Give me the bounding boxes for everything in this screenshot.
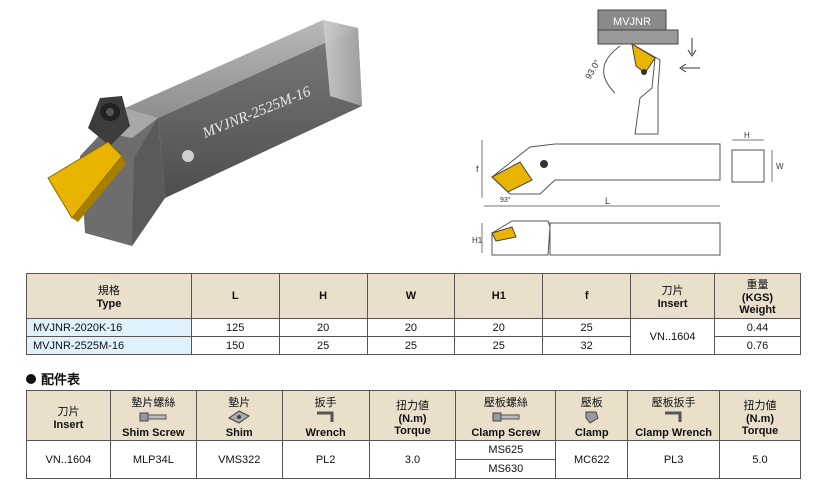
clamp-value: MC622 — [555, 440, 629, 479]
clamp-wrench-value: PL3 — [627, 440, 721, 479]
screw-icon — [111, 410, 196, 426]
shim-value: VMS322 — [195, 440, 283, 479]
value-H1: 25 — [454, 336, 544, 355]
wrench-icon — [283, 410, 369, 426]
tool-holder-photo: MVJNR-2525M-16 — [47, 20, 362, 246]
header-L: L — [190, 273, 280, 319]
header-clamp-wrench: 壓板扳手 Clamp Wrench — [627, 390, 721, 441]
torque-2-value: 5.0 — [719, 440, 801, 479]
dim-f-label: f — [476, 164, 479, 174]
header-H1: H1 — [454, 273, 544, 319]
header-weight: 重量(KGS)Weight — [714, 273, 801, 319]
shim-icon — [197, 410, 282, 426]
table-row: MVJNR-2020K-16 125 20 20 20 25 VN..1604 … — [26, 318, 801, 355]
torque-value: 3.0 — [368, 440, 457, 479]
value-insert: VN..1604 — [630, 318, 716, 355]
header-torque: 扭力値 (N.m) Torque — [368, 390, 457, 441]
header-W: W — [366, 273, 456, 319]
side-view-diagram: H1 — [472, 220, 721, 256]
header-f: f — [542, 273, 632, 319]
clamp-wrench-icon — [628, 410, 719, 426]
header-shim: 墊片 Shim — [195, 390, 283, 441]
value-H: 25 — [278, 336, 368, 355]
diagram-angle: 93.0° — [583, 57, 602, 81]
value-H: 20 — [278, 318, 368, 337]
header-wrench: 扳手 Wrench — [281, 390, 370, 441]
parts-title-text: 配件表 — [41, 372, 81, 387]
table-row: VN..1604 MLP34L VMS322 PL2 3.0 MS625 MC6… — [26, 440, 801, 479]
dim-H1-label: H1 — [472, 236, 483, 245]
header-clamp: 壓板 Clamp — [555, 390, 629, 441]
parts-header-row: 刀片 Insert 墊片螺絲 Shim Screw 墊片 Shim 扳手 Wre… — [26, 390, 801, 441]
parts-section-title: 配件表 — [26, 369, 80, 388]
value-W: 25 — [366, 336, 456, 355]
table-row: MVJNR-2525M-16 150 25 25 25 32 0.76 — [26, 336, 801, 355]
clamp-icon — [556, 410, 627, 426]
header-part-insert: 刀片 Insert — [26, 390, 111, 441]
diagram-top-label: MVJNR — [613, 16, 651, 28]
value-weight: 0.44 — [714, 318, 801, 337]
model-cell: MVJNR-2525M-16 — [26, 336, 192, 355]
shim-screw-value: MLP34L — [109, 440, 197, 479]
value-L: 150 — [190, 336, 280, 355]
front-view-diagram: f L 93° H W — [476, 132, 784, 207]
clamp-screw-value-1: MS625 — [455, 440, 557, 460]
front-angle-label: 93° — [500, 196, 511, 204]
value-weight: 0.76 — [714, 336, 801, 355]
model-cell: MVJNR-2020K-16 — [26, 318, 192, 337]
clamp-screw-value-2: MS630 — [455, 459, 557, 479]
header-clamp-screw: 壓板螺絲 Clamp Screw — [455, 390, 557, 441]
dim-H-label: H — [744, 132, 750, 140]
value-W: 20 — [366, 318, 456, 337]
value-f: 25 — [542, 318, 632, 337]
header-torque-2: 扭力値 (N.m) Torque — [719, 390, 801, 441]
parts-table: 刀片 Insert 墊片螺絲 Shim Screw 墊片 Shim 扳手 Wre… — [26, 390, 801, 479]
part-insert-value: VN..1604 — [26, 440, 111, 479]
value-f: 32 — [542, 336, 632, 355]
wrench-value: PL2 — [281, 440, 370, 479]
dim-L-label: L — [605, 196, 610, 206]
header-H: H — [278, 273, 368, 319]
table-row: MS630 — [27, 459, 801, 479]
header-shim-screw: 墊片螺絲 Shim Screw — [109, 390, 197, 441]
value-H1: 20 — [454, 318, 544, 337]
clamp-screw-icon — [456, 410, 555, 426]
bullet-icon — [26, 373, 36, 384]
top-view-diagram: MVJNR 93.0° — [583, 9, 700, 135]
value-L: 125 — [190, 318, 280, 337]
dim-W-label: W — [776, 162, 784, 171]
